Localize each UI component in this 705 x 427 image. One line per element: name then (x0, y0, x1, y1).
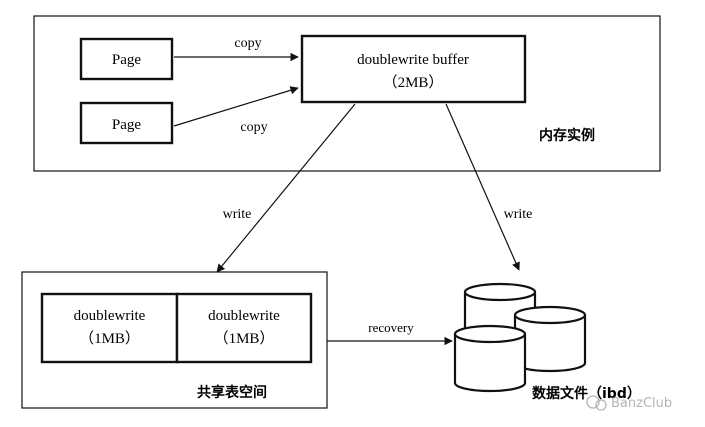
write-arrow-left (216, 103, 356, 273)
page-box-2 (79, 101, 174, 145)
segment-1-size: （1MB） (79, 330, 140, 347)
wechat-icon (586, 395, 600, 409)
watermark: BanzClub (586, 395, 672, 411)
write-arrow-right (445, 103, 520, 271)
copy-label-1: copy (234, 36, 261, 51)
shared-tablespace-label: 共享表空间 (197, 384, 267, 401)
copy-arrow-2 (173, 86, 299, 127)
data-file-cylinder-front (453, 324, 527, 393)
write-label-right: write (504, 207, 533, 222)
data-file-cylinder-right (513, 305, 587, 373)
doublewrite-segment-2 (175, 292, 313, 364)
page-box-1 (79, 37, 174, 81)
page-label-2: Page (112, 117, 142, 133)
copy-label-2: copy (240, 120, 267, 135)
segment-2-title: doublewrite (208, 308, 280, 324)
segment-1-title: doublewrite (74, 308, 146, 324)
doublewrite-segment-1 (40, 292, 179, 364)
page-label-1: Page (112, 52, 142, 68)
doublewrite-buffer-size: （2MB） (383, 74, 444, 91)
data-files-label: 数据文件（ibd） (532, 385, 641, 402)
segment-2-size: （1MB） (214, 330, 275, 347)
doublewrite-buffer-box (300, 34, 527, 104)
write-label-left: write (223, 207, 252, 222)
recovery-label: recovery (368, 320, 414, 335)
doublewrite-buffer-title: doublewrite buffer (357, 52, 469, 68)
memory-instance-label: 内存实例 (539, 127, 595, 144)
watermark-text: BanzClub (611, 396, 672, 411)
